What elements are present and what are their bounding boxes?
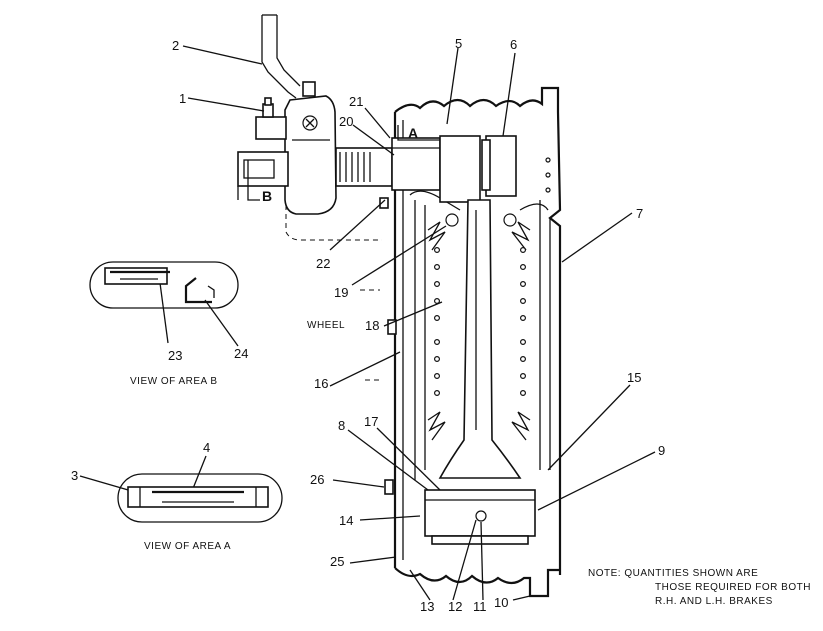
callout-26: 26 [310, 472, 324, 487]
callout-13: 13 [420, 599, 434, 614]
vent-holes [434, 157, 551, 397]
callout-25: 25 [330, 554, 344, 569]
callout-9: 9 [658, 443, 665, 458]
note-line-2: THOSE REQUIRED FOR BOTH [655, 582, 811, 593]
inset-area-a [117, 473, 283, 523]
callout-17: 17 [364, 414, 378, 429]
hub-assembly [237, 14, 393, 381]
callout-4: 4 [203, 440, 210, 455]
callout-21: 21 [349, 94, 363, 109]
caption-wheel: WHEEL [307, 320, 345, 331]
area-letter-a: A [408, 125, 418, 141]
callout-6: 6 [510, 37, 517, 52]
callout-2: 2 [172, 38, 179, 53]
callout-15: 15 [627, 370, 641, 385]
callout-11: 11 [473, 599, 487, 614]
note-line-3: R.H. AND L.H. BRAKES [655, 596, 773, 607]
callout-1: 1 [179, 91, 186, 106]
callout-8: 8 [338, 418, 345, 433]
callout-5: 5 [455, 36, 462, 51]
callout-16: 16 [314, 376, 328, 391]
callout-23: 23 [168, 348, 182, 363]
inset-area-b [89, 261, 239, 309]
brake-drum [379, 86, 562, 598]
leader-lines [79, 45, 656, 601]
callout-12: 12 [448, 599, 462, 614]
quantities-note: NOTE: QUANTITIES SHOWN ARE THOSE REQUIRE… [588, 568, 811, 607]
caption-view-area-a: VIEW OF AREA A [144, 541, 231, 552]
area-letter-b: B [262, 188, 272, 204]
callout-14: 14 [339, 513, 353, 528]
callout-3: 3 [71, 468, 78, 483]
callout-22: 22 [316, 256, 330, 271]
callout-19: 19 [334, 285, 348, 300]
callout-labels: 1 2 3 4 5 6 7 8 9 10 11 12 13 14 15 16 1… [71, 36, 665, 614]
caption-view-area-b: VIEW OF AREA B [130, 376, 218, 387]
callout-20: 20 [339, 114, 353, 129]
callout-18: 18 [365, 318, 379, 333]
callout-24: 24 [234, 346, 248, 361]
callout-7: 7 [636, 206, 643, 221]
callout-10: 10 [494, 595, 508, 610]
note-line-1: NOTE: QUANTITIES SHOWN ARE [588, 568, 758, 579]
